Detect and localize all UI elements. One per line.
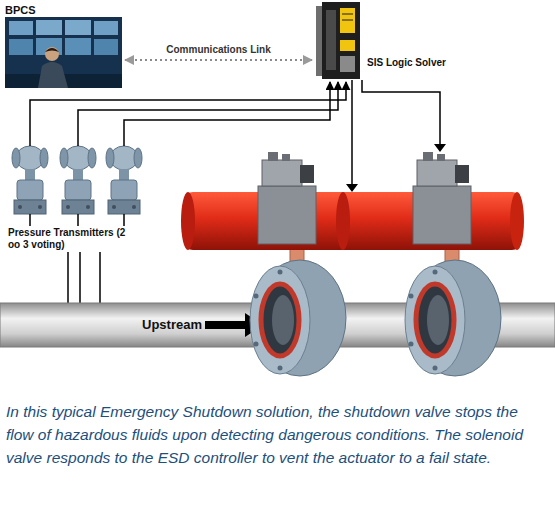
solver-label-plate (340, 8, 355, 33)
screen (9, 39, 33, 55)
screen (94, 21, 118, 35)
link-label: Communications Link (166, 44, 270, 55)
signal-wire (78, 82, 338, 146)
screen (65, 38, 91, 55)
solver-panel (326, 10, 336, 70)
operator-head (45, 47, 59, 61)
output-wire (362, 80, 440, 144)
output-arrowhead (434, 144, 446, 152)
node-label: BPCS (5, 4, 85, 17)
equipment-node: SIS Logic Solver (312, 0, 447, 82)
shutdown-valve-actuator (336, 152, 524, 376)
output-wire (351, 80, 353, 184)
signal-wire (30, 82, 346, 146)
impulse-line (67, 252, 69, 304)
communications-link (125, 59, 312, 61)
impulse-line (99, 252, 101, 304)
node-label: SIS Logic Solver (367, 57, 447, 69)
solver-terminal (340, 56, 355, 72)
instrument-group: Pressure Transmitters (2 oo 3 voting) (5, 146, 150, 250)
signal-wire (124, 82, 330, 146)
node-label: Pressure Transmitters (2 oo 3 voting) (8, 227, 136, 251)
solver-body (322, 2, 360, 79)
screen (94, 39, 118, 55)
output-arrowhead (346, 184, 358, 192)
solver-detail (342, 20, 353, 21)
shutdown-valve-actuator (181, 152, 369, 376)
console-room (5, 17, 122, 88)
solver-detail (342, 14, 353, 15)
screen (9, 21, 33, 35)
solver-label-plate (340, 40, 355, 51)
pressure-transmitter (106, 146, 142, 226)
impulse-line (79, 252, 81, 304)
screen (65, 20, 91, 35)
pressure-transmitter (12, 146, 48, 226)
flow-label: Upstream (142, 317, 202, 332)
pressure-transmitter (60, 146, 96, 226)
operator-body (38, 62, 68, 88)
equipment-node: BPCS (3, 3, 125, 89)
screen (36, 20, 62, 35)
figure-caption: In this typical Emergency Shutdown solut… (6, 400, 546, 469)
operator-hair (45, 48, 59, 52)
